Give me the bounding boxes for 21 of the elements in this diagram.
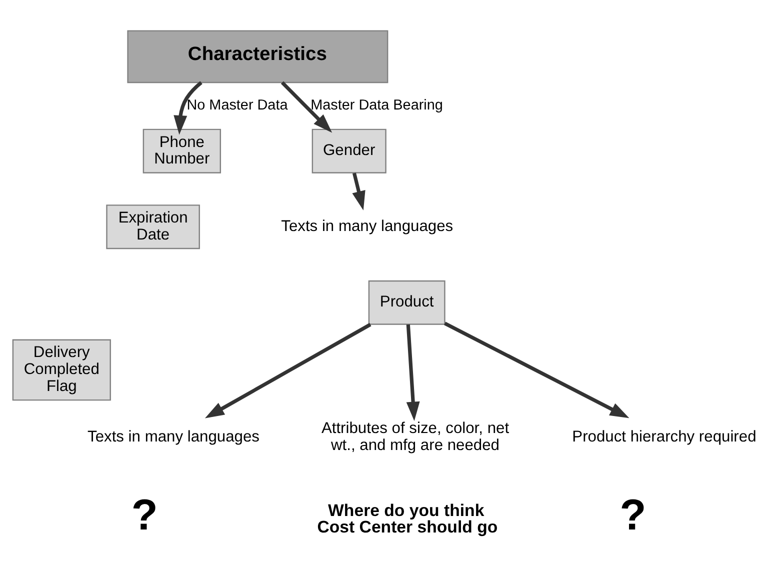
label: Where do you think Cost Center should go (317, 500, 498, 537)
node-box: Expiration Date (106, 204, 200, 250)
node-box: Gender (312, 128, 386, 174)
arrow (406, 324, 420, 422)
node-text: Product hierarchy required (572, 428, 756, 446)
node-box: Characteristics (127, 30, 388, 84)
node-box: Phone Number (142, 128, 222, 174)
edge-label: No Master Data (186, 98, 288, 114)
edge-label: Master Data Bearing (310, 98, 443, 114)
label: ? (620, 492, 646, 540)
arrow (280, 81, 332, 133)
arrow (204, 322, 372, 418)
arrow (444, 322, 630, 418)
node-text: Attributes of size, color, net wt., and mfg are needed (321, 420, 510, 454)
node-text: Texts in many languages (88, 428, 260, 446)
label: ? (131, 492, 158, 540)
node-box: Product (368, 280, 446, 325)
arrow (174, 81, 202, 135)
node-box: Delivery Completed Flag (12, 339, 111, 401)
arrow (352, 172, 366, 210)
node-text: Texts in many languages (281, 218, 454, 235)
